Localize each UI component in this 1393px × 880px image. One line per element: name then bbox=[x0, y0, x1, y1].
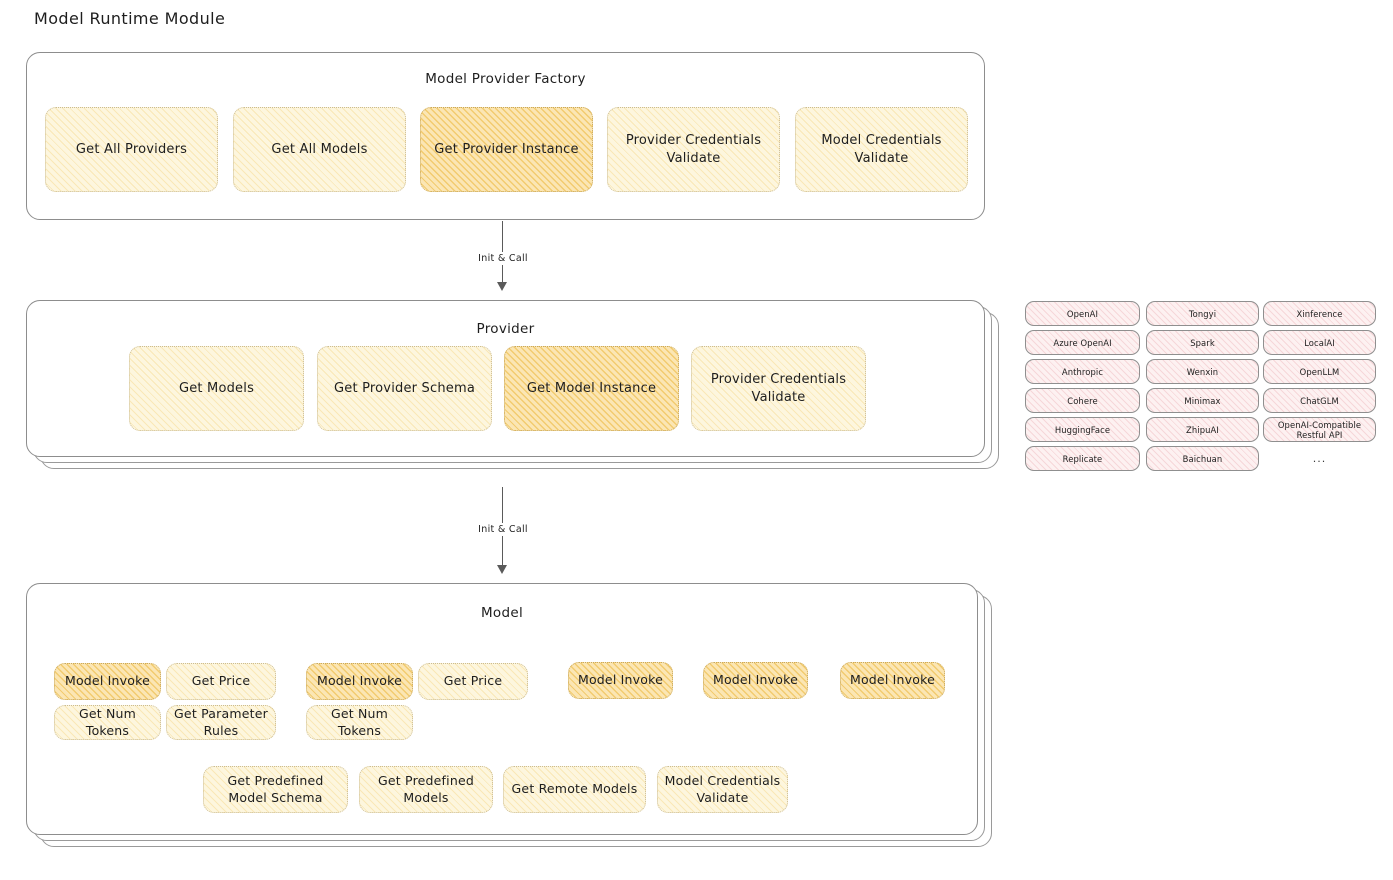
arrow-provider-to-model-head bbox=[497, 565, 507, 574]
arrow-factory-to-provider-head bbox=[497, 282, 507, 291]
provider-chip-azure-openai[interactable]: Azure OpenAI bbox=[1025, 330, 1140, 355]
llm-node-get-price[interactable]: Get Price bbox=[166, 663, 276, 700]
provider-chip-chatglm[interactable]: ChatGLM bbox=[1263, 388, 1376, 413]
provider-chip-openai[interactable]: OpenAI bbox=[1025, 301, 1140, 326]
provider-chip-localai[interactable]: LocalAI bbox=[1263, 330, 1376, 355]
provider-chip-baichuan[interactable]: Baichuan bbox=[1146, 446, 1259, 471]
factory-node-model-credentials-validate[interactable]: Model Credentials Validate bbox=[795, 107, 968, 192]
provider-chip-cohere[interactable]: Cohere bbox=[1025, 388, 1140, 413]
provider-chip-openllm[interactable]: OpenLLM bbox=[1263, 359, 1376, 384]
model-container: Model bbox=[26, 583, 978, 835]
model-provider-factory-title: Model Provider Factory bbox=[425, 71, 586, 87]
provider-chip-tongyi[interactable]: Tongyi bbox=[1146, 301, 1259, 326]
provider-title: Provider bbox=[476, 321, 535, 337]
text-embedding-node-get-num-tokens[interactable]: Get Num Tokens bbox=[306, 705, 413, 740]
model-node-get-predefined-model-schema[interactable]: Get Predefined Model Schema bbox=[203, 766, 348, 813]
rerank-node-model-invoke[interactable]: Model Invoke bbox=[840, 662, 945, 699]
arrow-provider-to-model-label: Init & Call bbox=[468, 523, 538, 536]
factory-node-get-all-models[interactable]: Get All Models bbox=[233, 107, 406, 192]
provider-node-provider-credentials-validate[interactable]: Provider Credentials Validate bbox=[691, 346, 866, 431]
provider-chip-zhipuai[interactable]: ZhipuAI bbox=[1146, 417, 1259, 442]
speech2text-node-model-invoke[interactable]: Model Invoke bbox=[568, 662, 673, 699]
llm-node-model-invoke[interactable]: Model Invoke bbox=[54, 663, 161, 700]
provider-chip-minimax[interactable]: Minimax bbox=[1146, 388, 1259, 413]
arrow-factory-to-provider-label: Init & Call bbox=[468, 252, 538, 265]
provider-chip-openai-compatible-restful-api[interactable]: OpenAI-Compatible Restful API bbox=[1263, 417, 1376, 442]
text-embedding-node-model-invoke[interactable]: Model Invoke bbox=[306, 663, 413, 700]
provider-node-get-model-instance[interactable]: Get Model Instance bbox=[504, 346, 679, 431]
model-node-get-predefined-models[interactable]: Get Predefined Models bbox=[359, 766, 493, 813]
provider-node-get-provider-schema[interactable]: Get Provider Schema bbox=[317, 346, 492, 431]
model-node-model-credentials-validate[interactable]: Model Credentials Validate bbox=[657, 766, 788, 813]
provider-chip-anthropic[interactable]: Anthropic bbox=[1025, 359, 1140, 384]
model-node-get-remote-models[interactable]: Get Remote Models bbox=[503, 766, 646, 813]
llm-node-get-parameter-rules[interactable]: Get Parameter Rules bbox=[166, 705, 276, 740]
factory-node-provider-credentials-validate[interactable]: Provider Credentials Validate bbox=[607, 107, 780, 192]
llm-node-get-num-tokens[interactable]: Get Num Tokens bbox=[54, 705, 161, 740]
provider-chip-wenxin[interactable]: Wenxin bbox=[1146, 359, 1259, 384]
factory-node-get-all-providers[interactable]: Get All Providers bbox=[45, 107, 218, 192]
provider-chip-huggingface[interactable]: HuggingFace bbox=[1025, 417, 1140, 442]
page-title: Model Runtime Module bbox=[34, 9, 226, 28]
provider-chip-xinference[interactable]: Xinference bbox=[1263, 301, 1376, 326]
text-embedding-node-get-price[interactable]: Get Price bbox=[418, 663, 528, 700]
factory-node-get-provider-instance[interactable]: Get Provider Instance bbox=[420, 107, 593, 192]
provider-node-get-models[interactable]: Get Models bbox=[129, 346, 304, 431]
provider-chip-replicate[interactable]: Replicate bbox=[1025, 446, 1140, 471]
provider-list-ellipsis: ... bbox=[1312, 452, 1327, 465]
moderation-node-model-invoke[interactable]: Model Invoke bbox=[703, 662, 808, 699]
model-title: Model bbox=[480, 605, 524, 621]
provider-chip-spark[interactable]: Spark bbox=[1146, 330, 1259, 355]
